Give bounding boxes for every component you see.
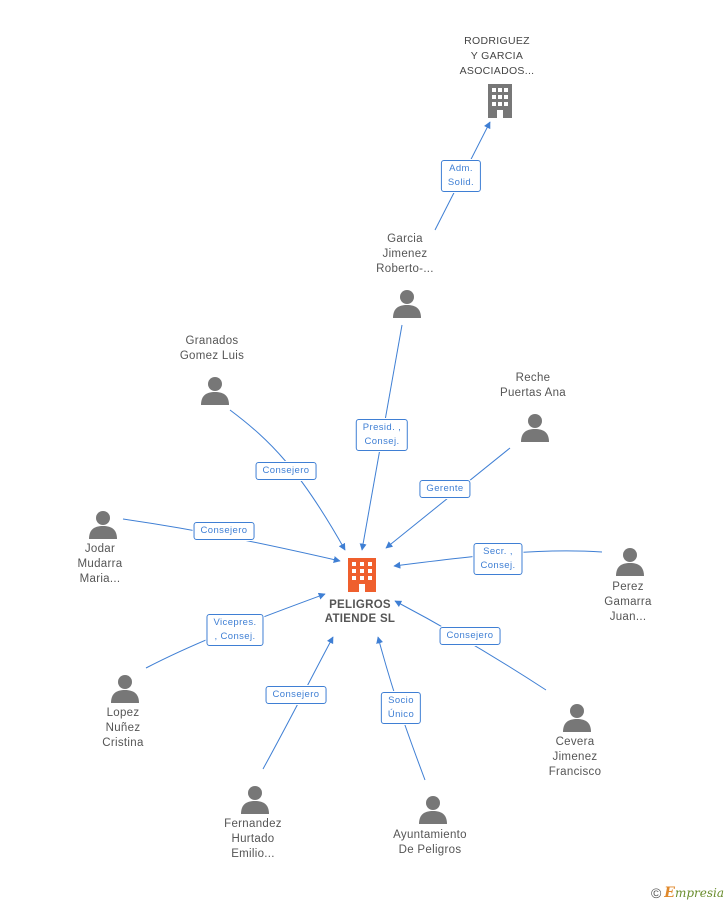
- company-building-icon[interactable]: [485, 84, 515, 118]
- person-icon[interactable]: [520, 412, 550, 442]
- person-name-fernandez[interactable]: Fernandez Hurtado Emilio...: [224, 818, 282, 860]
- person-name-perez[interactable]: Perez Gamarra Juan...: [604, 581, 652, 623]
- person-name-lopez[interactable]: Lopez Nuñez Cristina: [102, 707, 144, 749]
- person-icon[interactable]: [200, 375, 230, 405]
- relation-edge: [385, 447, 511, 549]
- role-label-garcia-company[interactable]: Adm. Solid.: [440, 160, 482, 192]
- person-icon[interactable]: [562, 702, 592, 732]
- person-name-reche[interactable]: Reche Puertas Ana: [500, 372, 566, 399]
- relation-edge: [229, 409, 346, 551]
- person-name-granados[interactable]: Granados Gomez Luis: [179, 335, 245, 362]
- role-label-granados[interactable]: Consejero: [255, 462, 317, 480]
- relation-edge: [394, 600, 547, 691]
- role-label-cevera[interactable]: Consejero: [439, 627, 501, 645]
- role-label-reche[interactable]: Gerente: [419, 480, 471, 498]
- person-icon[interactable]: [88, 509, 118, 539]
- copyright-symbol: ©: [650, 885, 662, 901]
- company-name[interactable]: RODRIGUEZ Y GARCIA ASOCIADOS...: [459, 35, 535, 77]
- role-label-lopez[interactable]: Vicepres. , Consej.: [206, 614, 264, 646]
- focus-building-icon[interactable]: [346, 558, 378, 592]
- person-name-jodar[interactable]: Jodar Mudarra Maria...: [77, 543, 123, 585]
- person-icon[interactable]: [615, 546, 645, 576]
- person-icon[interactable]: [240, 784, 270, 814]
- brand-logo[interactable]: Empresia: [664, 885, 724, 901]
- role-label-fernandez[interactable]: Consejero: [265, 686, 327, 704]
- person-icon[interactable]: [418, 794, 448, 824]
- person-name-cevera[interactable]: Cevera Jimenez Francisco: [548, 736, 602, 778]
- footer: © Empresia: [651, 885, 724, 901]
- role-label-ayuntamiento[interactable]: Socio Único: [380, 692, 422, 724]
- person-name-garcia[interactable]: Garcia Jimenez Roberto-...: [376, 233, 434, 275]
- person-name-ayuntamiento[interactable]: Ayuntamiento De Peligros: [393, 829, 467, 856]
- person-icon[interactable]: [392, 288, 422, 318]
- focus-company-name[interactable]: PELIGROS ATIENDE SL: [324, 599, 396, 625]
- role-label-perez[interactable]: Secr. , Consej.: [473, 543, 523, 575]
- role-label-garcia-focus[interactable]: Presid. , Consej.: [355, 419, 409, 451]
- person-icon[interactable]: [110, 673, 140, 703]
- role-label-jodar[interactable]: Consejero: [193, 522, 255, 540]
